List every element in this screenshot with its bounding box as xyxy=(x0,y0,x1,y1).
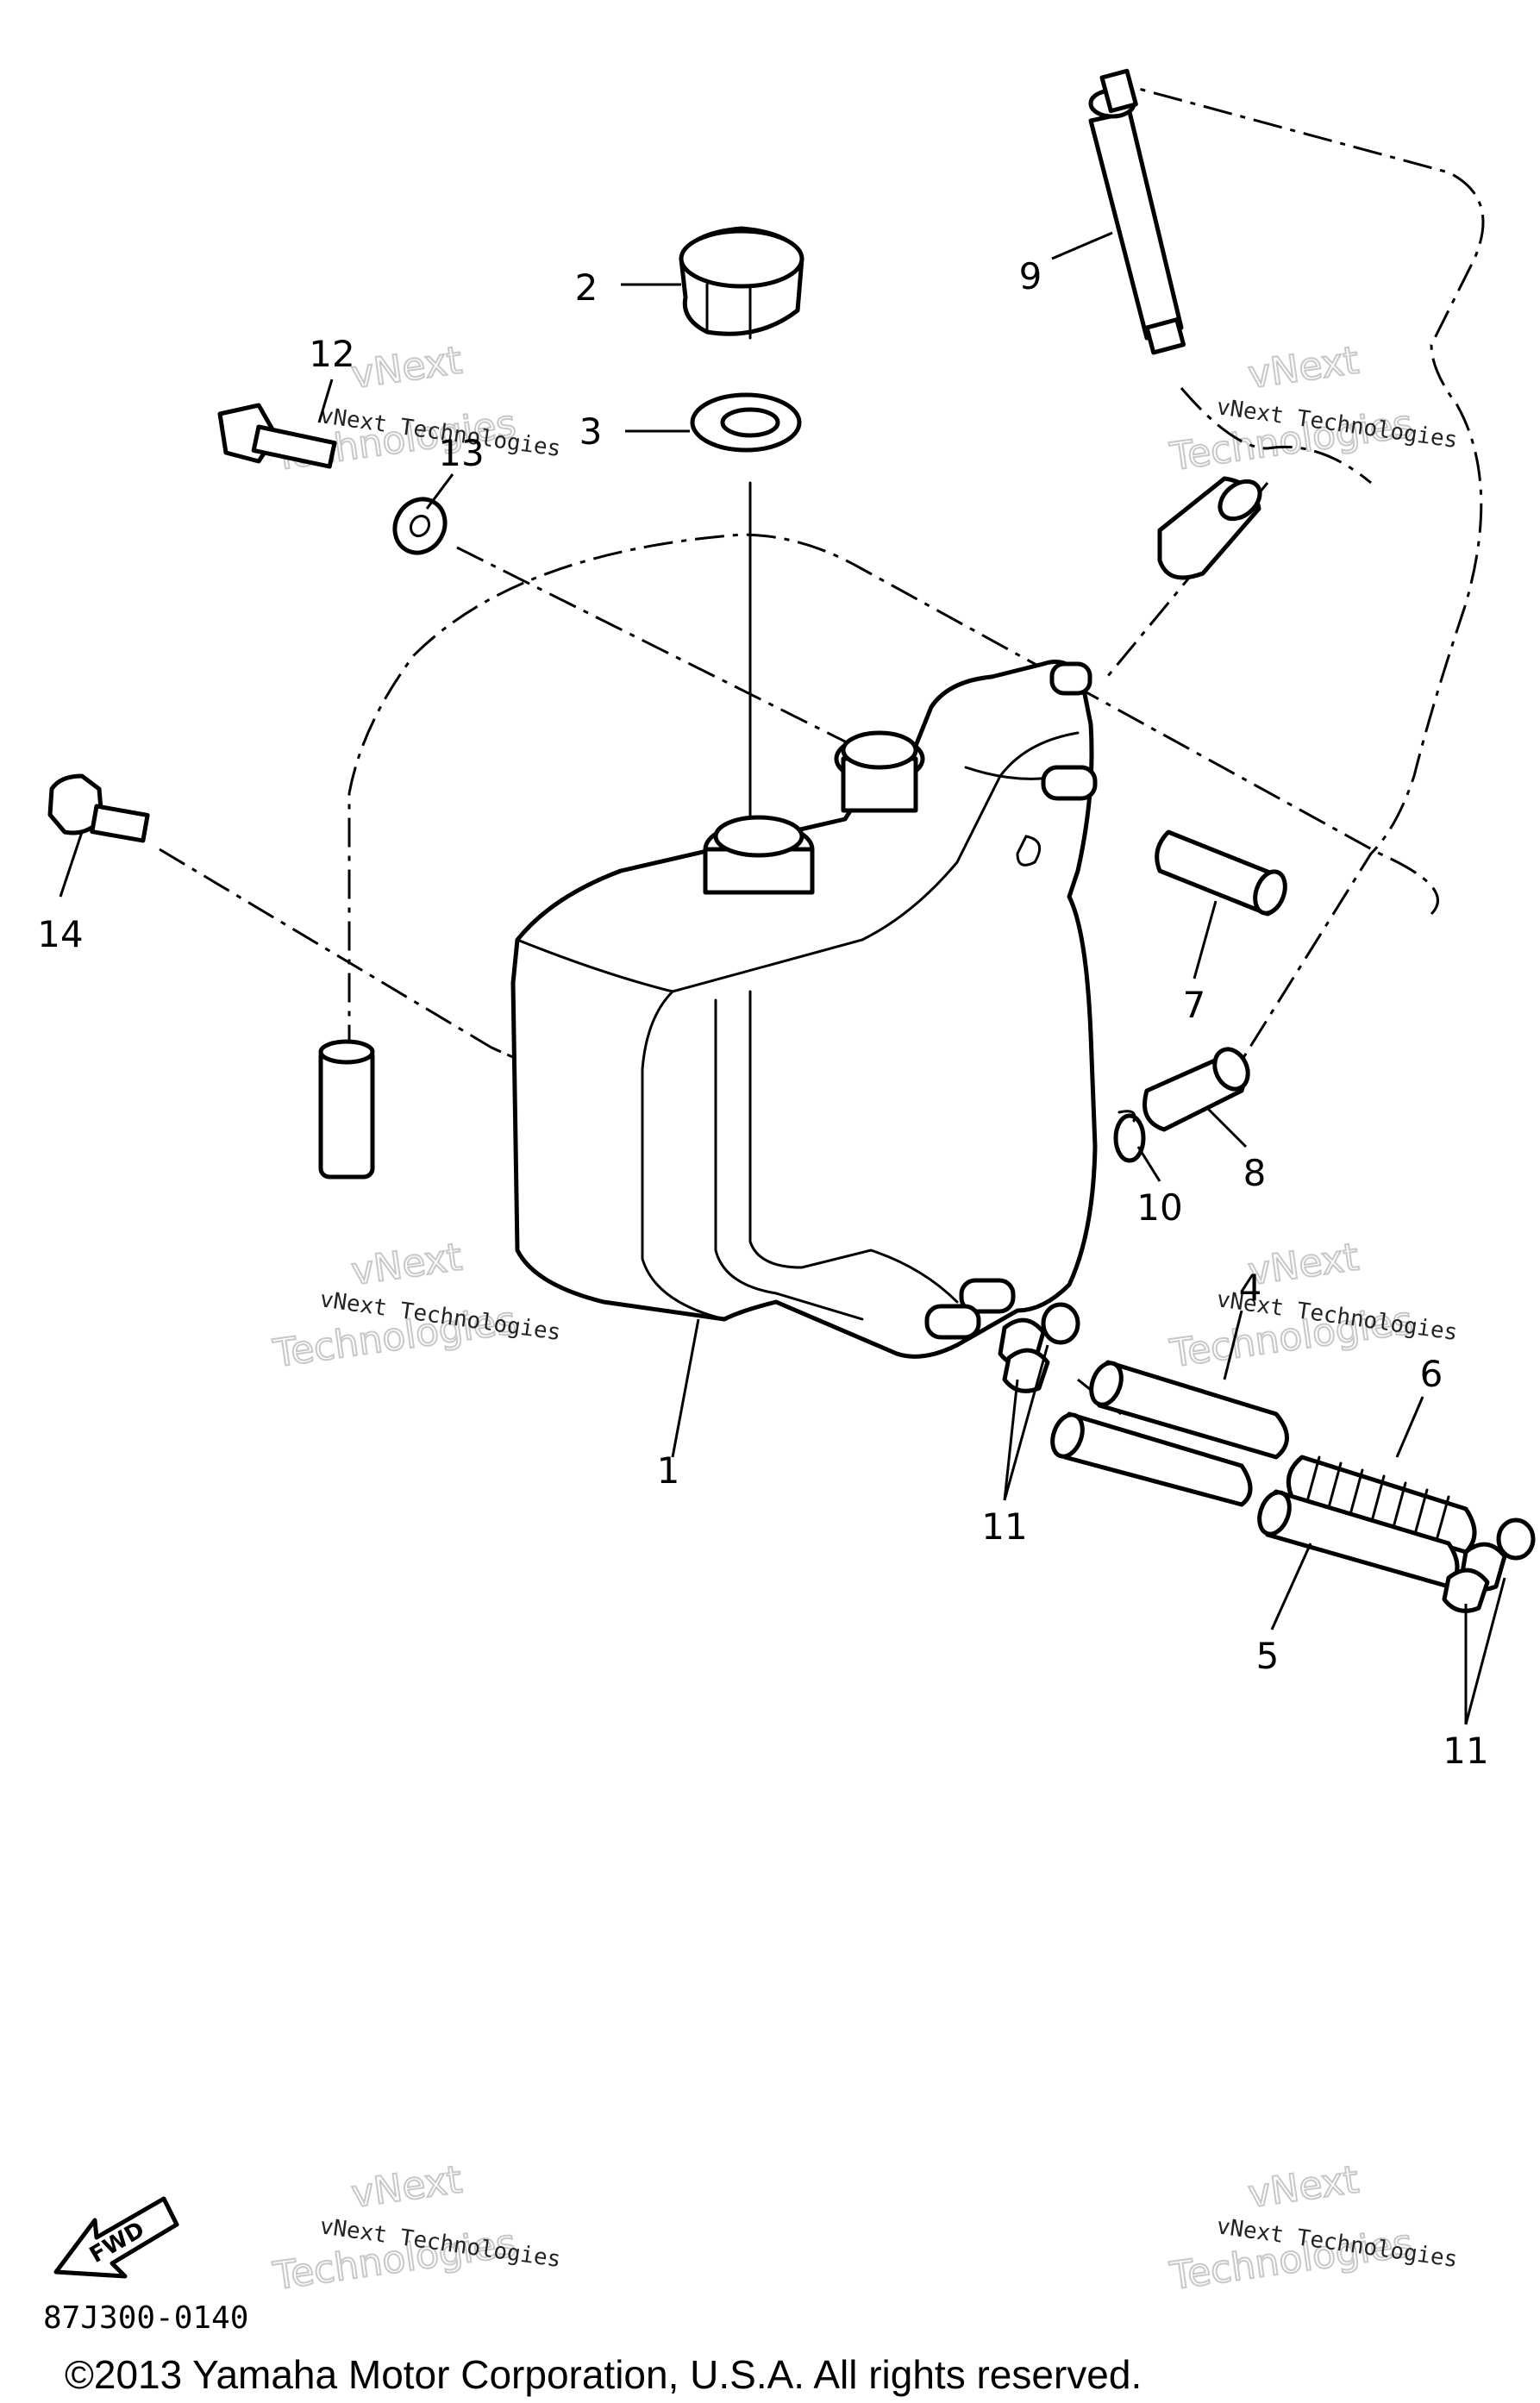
hose-8[interactable] xyxy=(1142,1044,1255,1132)
fwd-arrow-shape xyxy=(53,2196,179,2279)
cap-gasket[interactable] xyxy=(690,392,802,453)
watermark-top-right: vNext Technologies vNext Technologies xyxy=(1166,337,1459,480)
leader-7 xyxy=(1193,900,1218,979)
svg-text:vNext: vNext xyxy=(348,1235,464,1293)
diagram-code: 87J300-0140 xyxy=(43,2300,248,2336)
callout-1: 1 xyxy=(657,1449,680,1492)
watermark-mid-right: vNext Technologies vNext Technologies xyxy=(1166,1234,1459,1377)
callout-10: 10 xyxy=(1136,1186,1182,1229)
breather-route xyxy=(1180,387,1372,485)
oil-tank-rib xyxy=(714,998,864,1321)
callout-6: 6 xyxy=(1420,1353,1443,1395)
svg-text:vNext: vNext xyxy=(1245,2157,1361,2216)
filler-neck-mouth xyxy=(713,815,804,858)
hose-4[interactable] xyxy=(1086,1359,1289,1460)
callout-11-lower: 11 xyxy=(1443,1730,1488,1772)
bolt-14[interactable] xyxy=(47,773,150,843)
outlet-nipple-lower-1 xyxy=(959,1278,1016,1314)
callout-12: 12 xyxy=(309,333,354,375)
leader-6 xyxy=(1395,1396,1424,1458)
leader-4 xyxy=(1223,1310,1243,1380)
leader-11b-2 xyxy=(1464,1577,1506,1725)
oil-tank-front-edge xyxy=(641,990,726,1321)
leader-11a-1 xyxy=(1003,1379,1019,1501)
leader-8 xyxy=(1205,1106,1248,1148)
oil-tank-top-edge xyxy=(516,731,1080,993)
copyright-notice: ©2013 Yamaha Motor Corporation, U.S.A. A… xyxy=(65,2352,1142,2397)
callout-14: 14 xyxy=(37,913,83,955)
hose-9[interactable] xyxy=(1088,68,1186,355)
leader-9 xyxy=(1051,231,1113,260)
loop-hose-route xyxy=(347,533,1439,1052)
hose-left[interactable] xyxy=(318,1039,375,1180)
leader-5 xyxy=(1270,1543,1312,1630)
outlet-nipple-lower-2 xyxy=(924,1304,981,1340)
leader-13 xyxy=(425,473,454,510)
outlet-nipple-top xyxy=(1049,661,1092,696)
bolt-13-axis xyxy=(456,546,863,752)
leader-11a-2 xyxy=(1003,1344,1049,1501)
hose-lower[interactable] xyxy=(1047,1411,1253,1507)
callout-4: 4 xyxy=(1239,1267,1262,1309)
oil-tank[interactable] xyxy=(510,660,1098,1359)
callout-11-upper: 11 xyxy=(981,1505,1027,1548)
svg-text:vNext: vNext xyxy=(1245,1235,1361,1293)
callout-9: 9 xyxy=(1019,255,1042,297)
washer-13[interactable] xyxy=(385,490,454,561)
svg-text:vNext: vNext xyxy=(348,2157,464,2216)
outlet-nipple-upper xyxy=(1041,765,1098,801)
callout-2: 2 xyxy=(575,266,598,309)
hose-upper[interactable] xyxy=(1157,473,1267,580)
oil-tank-rib-inner xyxy=(748,990,959,1304)
mount-hole-side xyxy=(1016,835,1042,867)
vent-hose-route xyxy=(1103,78,1485,1061)
clip-10[interactable] xyxy=(1113,1110,1146,1163)
leader-12 xyxy=(317,379,334,423)
callout-5: 5 xyxy=(1256,1635,1280,1677)
callout-8: 8 xyxy=(1243,1152,1267,1194)
leader-lines xyxy=(59,231,1506,1725)
svg-text:vNext: vNext xyxy=(1245,338,1361,397)
watermark-bottom-right: vNext Technologies vNext Technologies xyxy=(1166,2156,1459,2300)
grommet-top xyxy=(841,730,918,770)
hose-5[interactable] xyxy=(1254,1488,1460,1589)
watermark-bottom-left: vNext Technologies vNext Technologies xyxy=(269,2156,562,2300)
callout-3: 3 xyxy=(579,410,603,453)
hose-7[interactable] xyxy=(1155,829,1291,917)
bolt-14-axis xyxy=(159,848,492,1049)
callout-labels: 1 2 3 4 5 6 7 8 9 10 11 11 12 13 14 xyxy=(37,255,1488,1772)
oil-tank-cap[interactable] xyxy=(679,226,804,340)
bolt-12[interactable] xyxy=(217,403,337,469)
callout-7: 7 xyxy=(1183,984,1206,1026)
leader-10 xyxy=(1136,1146,1161,1182)
callout-13: 13 xyxy=(438,432,484,474)
fwd-arrow: FWD xyxy=(53,2196,179,2279)
leader-1 xyxy=(671,1318,700,1458)
clamp-11-lower-group[interactable] xyxy=(1442,1518,1536,1613)
leader-14 xyxy=(59,831,84,898)
svg-text:vNext: vNext xyxy=(348,338,464,397)
